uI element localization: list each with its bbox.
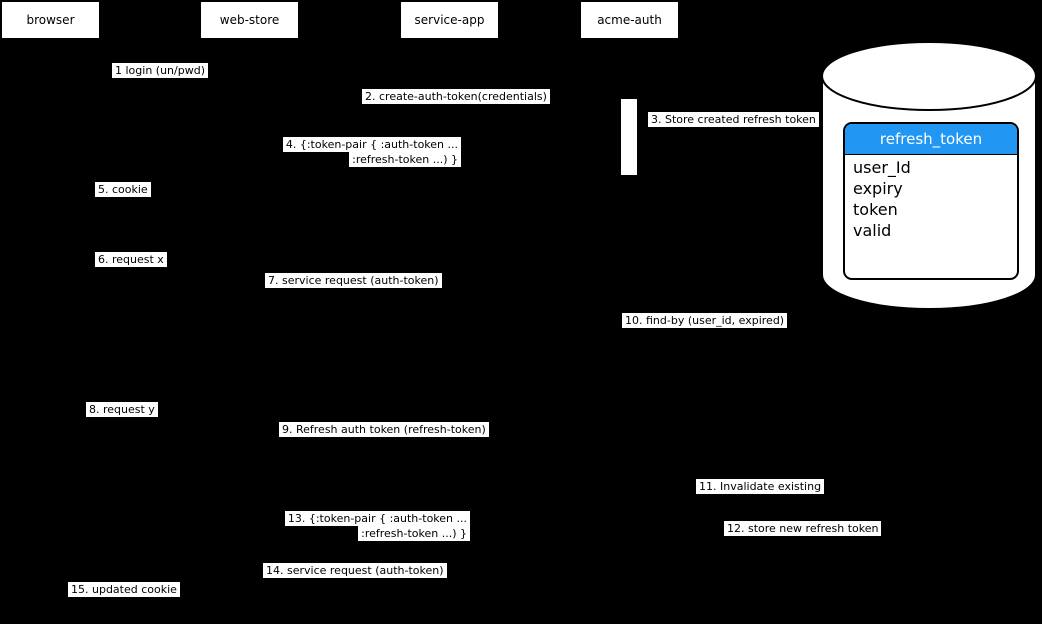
db-field: expiry	[853, 179, 903, 198]
message-label-2: 2. create-auth-token(credentials)	[362, 89, 550, 104]
db-field: user_Id	[853, 158, 911, 177]
actor-box-browser: browser	[2, 2, 99, 38]
activation-bar	[621, 99, 637, 175]
db-table-title: refresh_token	[879, 130, 983, 148]
message-label-8: 8. request y	[86, 402, 158, 417]
actor-box-web-store: web-store	[201, 2, 298, 38]
actor-box-acme-auth: acme-auth	[581, 2, 678, 38]
message-label-11: 11. Invalidate existing	[696, 479, 825, 494]
message-label-14: 14. service request (auth-token)	[263, 563, 447, 578]
message-label-15: 15. updated cookie	[68, 582, 180, 597]
message-label-6: 6. request x	[95, 252, 167, 267]
message-label-7: 7. service request (auth-token)	[265, 273, 442, 288]
message-label-10: 10. find-by (user_id, expired)	[622, 313, 788, 328]
db-field: valid	[853, 221, 892, 240]
message-label-3: 3. Store created refresh token	[648, 112, 819, 127]
message-label-1: 1 login (un/pwd)	[112, 63, 208, 78]
actor-label: service-app	[414, 13, 485, 27]
message-label-5: 5. cookie	[95, 182, 151, 197]
actor-label: web-store	[219, 13, 280, 27]
db-field-list: user_Id expiry token valid	[845, 155, 1017, 241]
message-label-4: 4. {:token-pair { :auth-token ... :refre…	[282, 137, 461, 167]
actor-box-service-app: service-app	[401, 2, 498, 38]
actor-label: acme-auth	[597, 13, 662, 27]
db-table-refresh-token: refresh_token user_Id expiry token valid	[843, 122, 1019, 280]
message-label-13: 13. {:token-pair { :auth-token ... :refr…	[284, 511, 470, 541]
db-header: refresh_token	[845, 124, 1017, 155]
message-label-12: 12. store new refresh token	[724, 521, 882, 536]
db-field: token	[853, 200, 898, 219]
actor-label: browser	[26, 13, 75, 27]
message-label-9: 9. Refresh auth token (refresh-token)	[279, 422, 489, 437]
